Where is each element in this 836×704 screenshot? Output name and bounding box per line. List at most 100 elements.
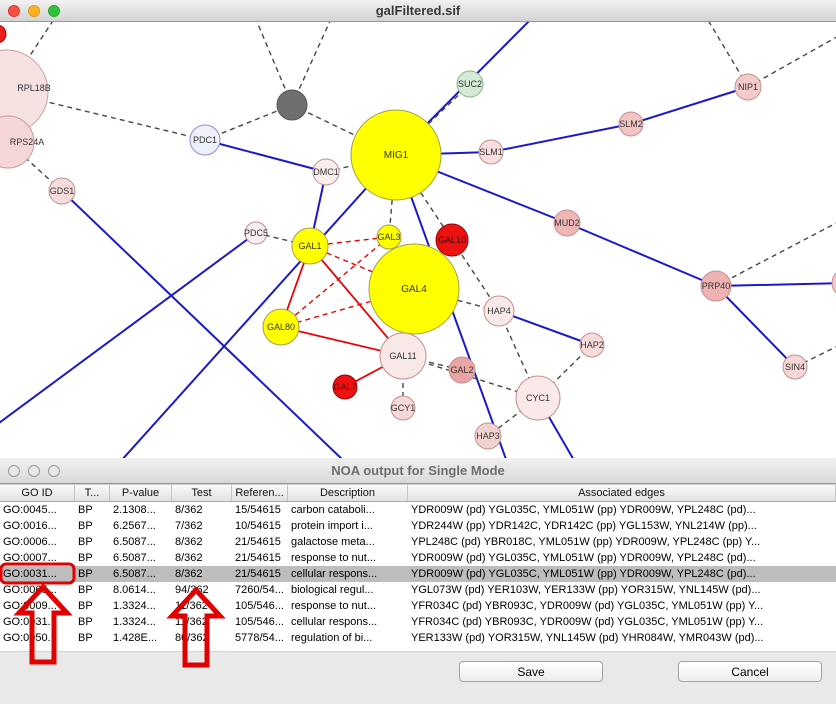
node-darknode[interactable] — [276, 89, 308, 121]
node-pdc1[interactable] — [189, 124, 221, 156]
node-label-dmc1: DMC1 — [313, 167, 339, 177]
save-button[interactable]: Save — [459, 661, 603, 682]
column-header-2[interactable]: P-value — [110, 485, 172, 501]
node-edgecut[interactable] — [831, 269, 836, 297]
network-window-titlebar[interactable]: galFiltered.sif — [0, 0, 836, 22]
close-button[interactable] — [8, 5, 20, 17]
table-cell: cellular respons... — [291, 568, 378, 580]
cancel-button[interactable]: Cancel — [678, 661, 822, 682]
table-cell: 21/54615 — [235, 568, 281, 580]
network-edge[interactable] — [715, 285, 796, 368]
table-cell: 1.3324... — [113, 616, 156, 628]
node-gal7[interactable] — [332, 374, 358, 400]
traffic-lights-inactive — [8, 465, 60, 477]
table-cell: BP — [78, 568, 93, 580]
node-rps24a[interactable] — [0, 115, 35, 169]
node-gal80[interactable] — [262, 308, 300, 346]
network-edge[interactable] — [490, 123, 632, 153]
network-edge[interactable] — [251, 9, 293, 106]
table-cell: protein import i... — [291, 520, 373, 532]
minimize-button[interactable] — [28, 465, 40, 477]
table-cell: 11/362 — [175, 616, 208, 628]
network-edge[interactable] — [498, 310, 593, 346]
network-edge[interactable] — [498, 310, 539, 399]
node-mud2[interactable] — [553, 209, 581, 237]
node-label-gal4: GAL4 — [401, 284, 427, 295]
node-slm1[interactable] — [478, 139, 504, 165]
zoom-button[interactable] — [48, 5, 60, 17]
node-nip1[interactable] — [734, 73, 762, 101]
network-edge[interactable] — [395, 154, 453, 241]
node-suc2[interactable] — [456, 70, 484, 98]
table-cell: 6.2567... — [113, 520, 156, 532]
table-cell: YDR009W (pd) YGL035C, YML051W (pp) YDR00… — [411, 552, 756, 564]
node-gcy1[interactable] — [390, 395, 416, 421]
node-gal1[interactable] — [291, 227, 329, 265]
network-edge[interactable] — [61, 190, 346, 463]
node-pdc5[interactable] — [244, 221, 268, 245]
node-gal3[interactable] — [376, 224, 402, 250]
network-edge[interactable] — [5, 91, 206, 141]
table-cell: GO:0016... — [3, 520, 57, 532]
node-gds1[interactable] — [48, 177, 76, 205]
table-cell: 7/362 — [175, 520, 203, 532]
network-edge[interactable] — [204, 139, 327, 173]
table-cell: 6.5087... — [113, 536, 156, 548]
column-header-6[interactable]: Associated edges — [408, 485, 836, 501]
node-topred[interactable] — [0, 24, 7, 44]
network-edge[interactable] — [5, 9, 61, 93]
network-edge[interactable] — [0, 232, 257, 437]
network-edge[interactable] — [630, 86, 749, 125]
noa-window-titlebar[interactable]: NOA output for Single Mode — [0, 458, 836, 484]
column-header-3[interactable]: Test — [172, 485, 232, 501]
network-edge[interactable] — [715, 282, 836, 287]
node-slm2[interactable] — [618, 111, 644, 137]
network-edge[interactable] — [566, 222, 717, 287]
network-edge[interactable] — [395, 83, 471, 156]
network-edge[interactable] — [309, 245, 404, 357]
node-hap3[interactable] — [474, 422, 502, 450]
column-header-1[interactable]: T... — [75, 485, 110, 501]
close-button[interactable] — [8, 465, 20, 477]
table-cell: YER133W (pd) YOR315W, YNL145W (pd) YHR08… — [411, 632, 764, 644]
network-edge[interactable] — [119, 154, 397, 463]
minimize-button[interactable] — [28, 5, 40, 17]
node-mig1[interactable] — [350, 109, 442, 201]
node-gal10[interactable] — [435, 223, 469, 257]
table-cell: galactose meta... — [291, 536, 375, 548]
zoom-button[interactable] — [48, 465, 60, 477]
node-gal4[interactable] — [368, 243, 460, 335]
node-gal11[interactable] — [379, 332, 427, 380]
node-label-rps24a: RPS24A — [10, 137, 45, 147]
column-header-0[interactable]: GO ID — [0, 485, 75, 501]
node-cyc1[interactable] — [515, 375, 561, 421]
table-cell: 8.0614... — [113, 584, 156, 596]
network-edge[interactable] — [280, 236, 390, 328]
node-sin4[interactable] — [782, 354, 808, 380]
node-gal2[interactable] — [448, 356, 476, 384]
node-label-gal11: GAL11 — [389, 351, 416, 361]
node-dmc1[interactable] — [312, 158, 340, 186]
network-edge[interactable] — [402, 355, 539, 399]
column-header-5[interactable]: Description — [288, 485, 408, 501]
node-hap4[interactable] — [483, 295, 515, 327]
node-hap2[interactable] — [579, 332, 605, 358]
node-prp40[interactable] — [700, 270, 732, 302]
network-edge[interactable] — [715, 220, 836, 287]
column-header-4[interactable]: Referen... — [232, 485, 288, 501]
network-edge[interactable] — [204, 104, 293, 141]
network-edge[interactable] — [291, 104, 397, 156]
network-edge[interactable] — [701, 9, 749, 88]
network-edge[interactable] — [747, 34, 836, 88]
